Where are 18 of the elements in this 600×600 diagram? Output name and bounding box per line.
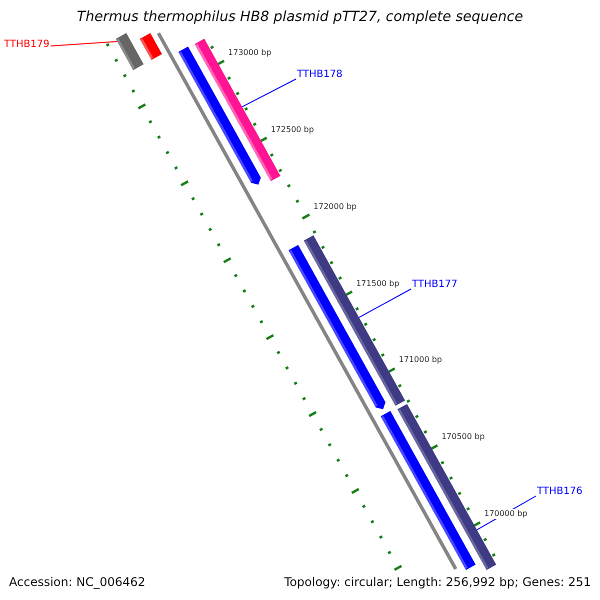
leader-line [358,288,412,318]
topology-text: Topology: circular; Length: 256,992 bp; Genes: 251 [282,574,593,590]
tick-label: 172500 bp [270,124,315,135]
tick-label: 172000 bp [312,202,358,212]
tick-label: 170500 bp [440,432,486,442]
tick-label: 171500 bp [355,278,400,289]
gene-label: TTHB176 [537,486,583,498]
gene-bar [116,33,144,70]
gene-label: TTHB177 [412,279,458,291]
gene-label: TTHB179 [4,39,50,51]
tick-label: 171000 bp [398,355,444,366]
gene-label: TTHB178 [297,69,343,81]
leader-line [50,40,118,46]
leader-line [242,78,296,108]
tick-label: 173000 bp [227,48,272,58]
tick-label: 170000 bp [483,509,528,520]
gene-bar [140,33,162,60]
accession-text: Accession: NC_006462 [7,574,148,590]
